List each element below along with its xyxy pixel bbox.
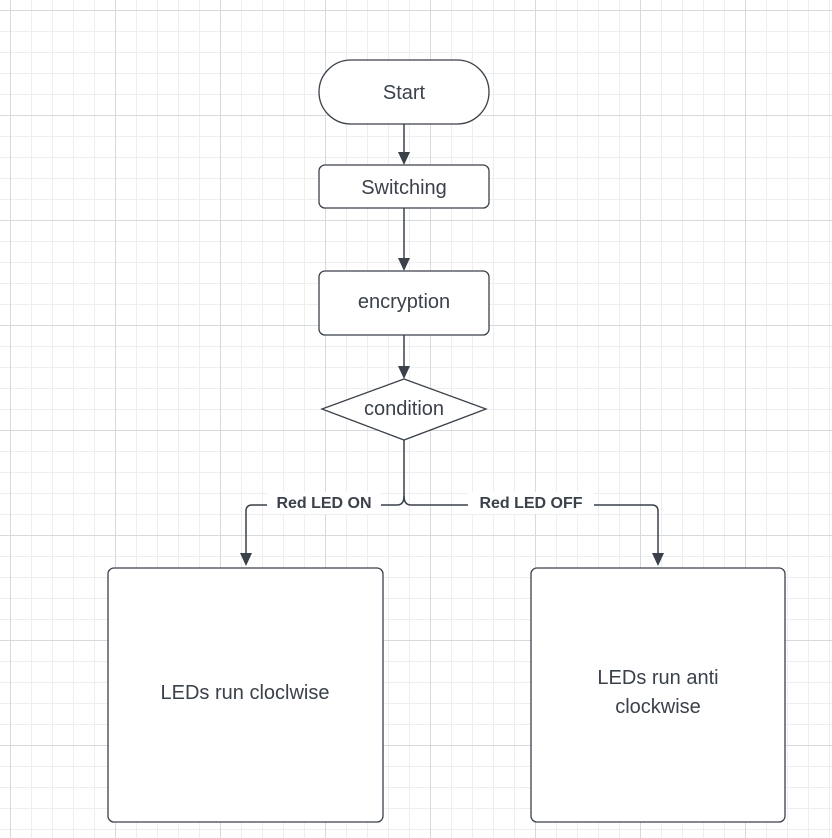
edge-start-switching[interactable] bbox=[398, 124, 410, 165]
right-box-label-line1: LEDs run anti bbox=[597, 667, 718, 689]
edge-label-red-led-off: Red LED OFF bbox=[479, 495, 582, 512]
left-box-label: LEDs run cloclwise bbox=[161, 682, 330, 704]
edge-label-left-bg bbox=[267, 492, 381, 514]
node-encryption[interactable]: encryption bbox=[318, 270, 490, 336]
edge-label-red-led-on: Red LED ON bbox=[276, 495, 371, 512]
node-switching[interactable]: Switching bbox=[318, 164, 490, 209]
edge-switching-encryption[interactable] bbox=[398, 208, 410, 271]
node-left-box[interactable]: LEDs run cloclwise bbox=[107, 567, 384, 823]
right-box-label-line2: clockwise bbox=[615, 696, 701, 718]
condition-decision-shape[interactable] bbox=[320, 378, 488, 441]
switching-label: Switching bbox=[361, 177, 447, 199]
node-right-box[interactable]: LEDs run anti clockwise bbox=[530, 567, 786, 823]
edge-condition-right-box[interactable] bbox=[403, 495, 664, 566]
edge-labels: Red LED ON Red LED OFF bbox=[267, 492, 594, 514]
encryption-process-shape[interactable] bbox=[318, 270, 490, 336]
encryption-label: encryption bbox=[358, 291, 450, 313]
node-condition[interactable]: condition bbox=[320, 378, 488, 441]
node-start[interactable]: Start bbox=[318, 59, 490, 125]
switching-process-shape[interactable] bbox=[318, 164, 490, 209]
right-box-shape[interactable] bbox=[530, 567, 786, 823]
start-label: Start bbox=[383, 82, 426, 104]
edge-label-right-bg bbox=[468, 492, 594, 514]
start-terminator-shape[interactable] bbox=[318, 59, 490, 125]
condition-label: condition bbox=[364, 398, 444, 420]
left-box-shape[interactable] bbox=[107, 567, 384, 823]
edge-encryption-condition[interactable] bbox=[398, 335, 410, 379]
